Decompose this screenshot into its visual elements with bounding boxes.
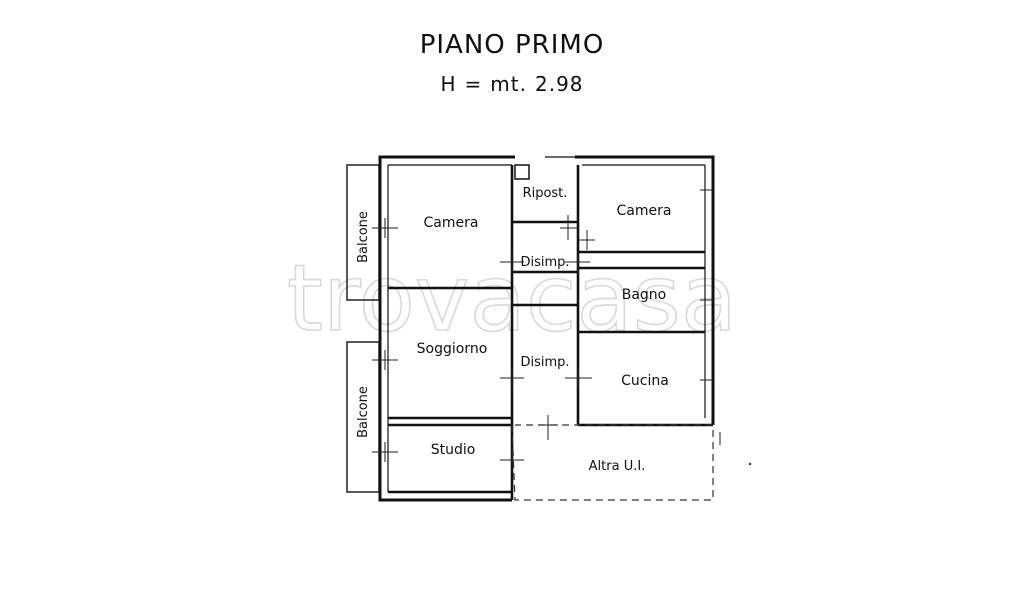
- room-balcone-top: Balcone: [356, 211, 371, 263]
- room-camera-left: Camera: [424, 215, 479, 231]
- height-label: H: [440, 72, 457, 96]
- outer-walls: [378, 155, 715, 502]
- room-disimpegno-top: Disimp.: [520, 255, 569, 270]
- ceiling-height: H = mt. 2.98: [0, 72, 1024, 96]
- stray-dot: [748, 462, 752, 466]
- room-disimpegno-bottom: Disimp.: [520, 355, 569, 370]
- room-camera-right: Camera: [617, 203, 672, 219]
- room-balcone-bottom: Balcone: [356, 386, 371, 438]
- room-cucina: Cucina: [621, 373, 669, 389]
- dimension-ticks: [372, 189, 721, 470]
- interior-walls: [388, 165, 713, 500]
- room-altra-ui: Altra U.I.: [589, 459, 646, 474]
- ripostiglio-shaft: [514, 164, 530, 180]
- room-ripostiglio: Ripost.: [523, 186, 568, 201]
- plan-title: PIANO PRIMO: [419, 30, 605, 60]
- altra-ui-boundary: [511, 424, 714, 501]
- room-soggiorno: Soggiorno: [417, 341, 488, 357]
- room-studio: Studio: [431, 442, 476, 458]
- height-unit: mt.: [490, 72, 527, 96]
- equals-sign: =: [464, 72, 483, 96]
- outer-wall-inner-line: [387, 164, 706, 492]
- room-bagno: Bagno: [622, 287, 667, 303]
- height-value: 2.98: [534, 72, 584, 96]
